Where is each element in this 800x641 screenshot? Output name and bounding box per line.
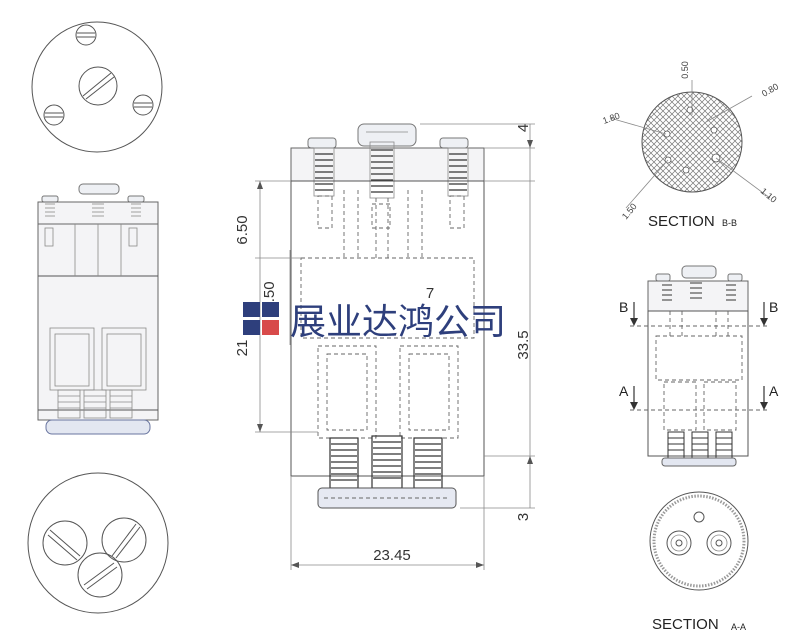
dim-inner-height: 21 xyxy=(234,340,251,357)
company-name: 展业达鸿公司 xyxy=(290,302,506,343)
terminal-icon xyxy=(706,530,732,556)
b-dim-left: 1.80 xyxy=(601,110,621,125)
large-screw-icon xyxy=(101,517,147,563)
right-side-view: B B A A xyxy=(619,265,779,467)
dim-width: 23.45 xyxy=(373,547,411,564)
company-watermark: 展业达鸿公司 xyxy=(243,302,506,343)
cut-label-a-left: A xyxy=(619,383,629,399)
dim-total-height: 33.5 xyxy=(515,330,532,359)
b-dim-top: 0.50 xyxy=(680,61,690,79)
center-screw-icon xyxy=(78,66,118,106)
dim-center-mark: 7 xyxy=(426,285,434,302)
b-dim-bottom-left: 1.50 xyxy=(620,201,639,221)
terminal-icon xyxy=(666,530,692,556)
b-dim-top-right: 0.80 xyxy=(760,81,780,98)
left-side-view xyxy=(37,183,159,435)
small-screw-icon xyxy=(75,24,97,46)
section-a-sub: A-A xyxy=(731,622,746,632)
large-screw-icon xyxy=(42,520,88,566)
dim-top-height: 4 xyxy=(515,124,532,132)
section-b-title: SECTION xyxy=(648,213,715,230)
dim-bottom-height: 3 xyxy=(515,513,532,521)
company-logo-icon xyxy=(243,302,279,335)
section-b-sub: B-B xyxy=(722,218,737,228)
cut-label-a-right: A xyxy=(769,383,779,399)
dim-upper-offset: 6.50 xyxy=(234,215,251,244)
cut-label-b-left: B xyxy=(619,299,628,315)
section-a-view: SECTION A-A xyxy=(649,491,749,633)
section-a-title: SECTION xyxy=(652,616,719,633)
top-end-view xyxy=(31,21,163,153)
small-screw-icon xyxy=(132,94,154,116)
cut-label-b-right: B xyxy=(769,299,778,315)
large-screw-icon xyxy=(77,552,123,598)
bottom-end-view xyxy=(27,472,169,614)
small-screw-icon xyxy=(43,104,65,126)
section-b-view: 0.50 0.80 1.80 1.50 1.10 SECTION B-B xyxy=(601,61,780,230)
b-dim-bottom-right: 1.10 xyxy=(759,186,779,205)
front-view: 4 6.50 0.50 21 33.5 3 23.45 7 xyxy=(234,123,535,570)
